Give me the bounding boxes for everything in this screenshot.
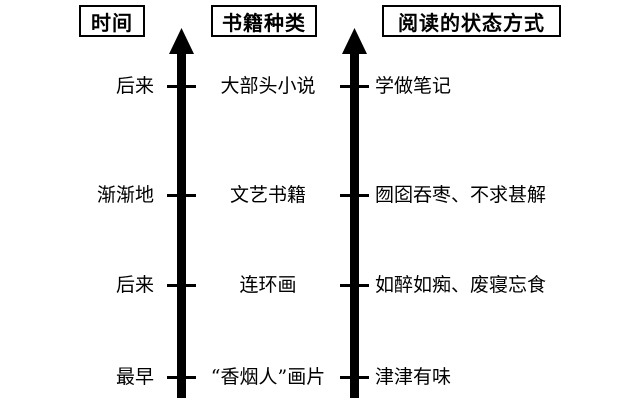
right-tick-3	[340, 284, 369, 287]
right-axis-arrowhead	[342, 28, 367, 54]
row-3-book: 连环画	[239, 274, 297, 296]
left-axis-arrowhead	[169, 28, 194, 54]
header-reading-way: 阅读的状态方式	[382, 5, 561, 37]
right-axis-ticks	[340, 85, 369, 379]
right-tick-1	[340, 85, 369, 88]
row-3-time: 后来	[115, 274, 154, 296]
row-4-time: 最早	[115, 366, 154, 388]
left-tick-2	[167, 194, 196, 197]
right-axis-shaft	[350, 48, 359, 398]
right-tick-4	[340, 376, 369, 379]
header-time: 时间	[79, 5, 145, 37]
row-2-book: 文艺书籍	[229, 184, 306, 206]
row-1-time: 后来	[115, 75, 154, 97]
row-1-book: 大部头小说	[220, 75, 316, 97]
left-tick-1	[167, 85, 196, 88]
left-tick-3	[167, 284, 196, 287]
header-book-type: 书籍种类	[211, 5, 317, 37]
left-axis-shaft	[177, 48, 186, 398]
row-1-reading: 学做笔记	[375, 75, 452, 97]
row-3-reading: 如醉如痴、废寝忘食	[375, 274, 547, 296]
row-4-book: “香烟人”画片	[210, 366, 326, 388]
row-2-reading: 囫囵吞枣、不求甚解	[375, 184, 547, 206]
left-tick-4	[167, 376, 196, 379]
right-tick-2	[340, 194, 369, 197]
row-2-time: 渐渐地	[96, 184, 154, 206]
row-4-reading: 津津有味	[375, 366, 452, 388]
left-axis-ticks	[167, 85, 196, 379]
